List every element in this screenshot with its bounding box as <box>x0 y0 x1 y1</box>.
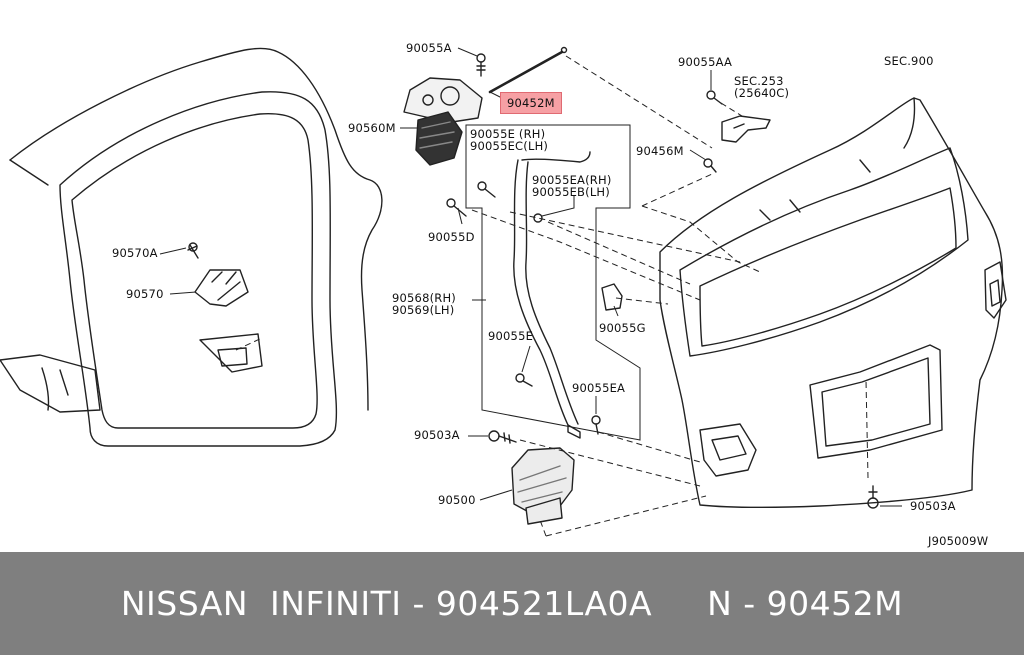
callout-sec-253: SEC.253 <box>734 74 784 88</box>
callout-90500: 90500 <box>438 493 476 507</box>
callout-90570: 90570 <box>126 287 164 301</box>
callout-90055EA: 90055EA <box>572 381 626 395</box>
callout-90055EB-lh: 90055EB(LH) <box>532 185 610 199</box>
callout-90452M-highlighted: 90452M <box>500 92 562 114</box>
bolt-90055EC <box>477 181 496 198</box>
callout-90503A-right: 90503A <box>910 499 956 513</box>
callout-90055G: 90055G <box>599 321 646 335</box>
callout-25640C: (25640C) <box>734 86 790 100</box>
bolt-90503A-right <box>867 485 879 509</box>
callout-90560M: 90560M <box>348 121 396 135</box>
cable-group-frame <box>465 124 641 441</box>
cable-assembly-90568 <box>513 151 591 439</box>
callout-90055EC-lh: 90055EC(LH) <box>470 139 549 153</box>
motor-assembly-90560M <box>403 77 483 166</box>
callout-90055D: 90055D <box>428 230 475 244</box>
rod-90452M <box>488 50 564 94</box>
bolt-90055E <box>515 373 533 387</box>
bolt-90456M <box>703 158 717 173</box>
clip-90055G <box>601 283 623 311</box>
callout-90456M: 90456M <box>636 144 684 158</box>
reference-lines <box>235 55 869 537</box>
bolt-90055A <box>476 53 486 77</box>
callout-90055A: 90055A <box>406 41 452 55</box>
callout-90569-lh: 90569(LH) <box>392 303 455 317</box>
callout-90055E: 90055E <box>488 329 534 343</box>
callout-90055EA-rh: 90055EA(RH) <box>532 173 612 187</box>
clip-90055EB <box>533 213 543 223</box>
diagram-code: J905009W <box>928 534 989 548</box>
callout-90568-rh: 90568(RH) <box>392 291 456 305</box>
bolt-90055AA <box>706 90 723 105</box>
callout-90503A-left: 90503A <box>414 428 460 442</box>
caption-text: NISSAN INFINITI - 904521LA0A N - 90452M <box>120 584 904 623</box>
bracket-25640C <box>721 115 771 143</box>
callout-90055E-rh: 90055E (RH) <box>470 127 546 141</box>
diagram-drawing <box>0 46 1007 537</box>
vehicle-body-outline <box>0 47 383 447</box>
parts-diagram: 90055A 90452M 90560M 90055E (RH) 90055EC… <box>0 41 1007 548</box>
striker-bracket-90570 <box>187 242 249 307</box>
caption-bar: NISSAN INFINITI - 904521LA0A N - 90452M <box>0 552 1024 655</box>
bolt-90055D <box>446 198 467 217</box>
lock-actuator-90500 <box>511 447 575 525</box>
back-door-outline <box>659 97 1007 509</box>
callout-90570A: 90570A <box>112 246 158 260</box>
leader-lines <box>159 47 902 507</box>
bolt-90503A-left <box>488 430 517 444</box>
callout-90055AA: 90055AA <box>678 55 733 69</box>
rod-end <box>560 46 568 54</box>
callout-sec-900: SEC.900 <box>884 54 934 68</box>
